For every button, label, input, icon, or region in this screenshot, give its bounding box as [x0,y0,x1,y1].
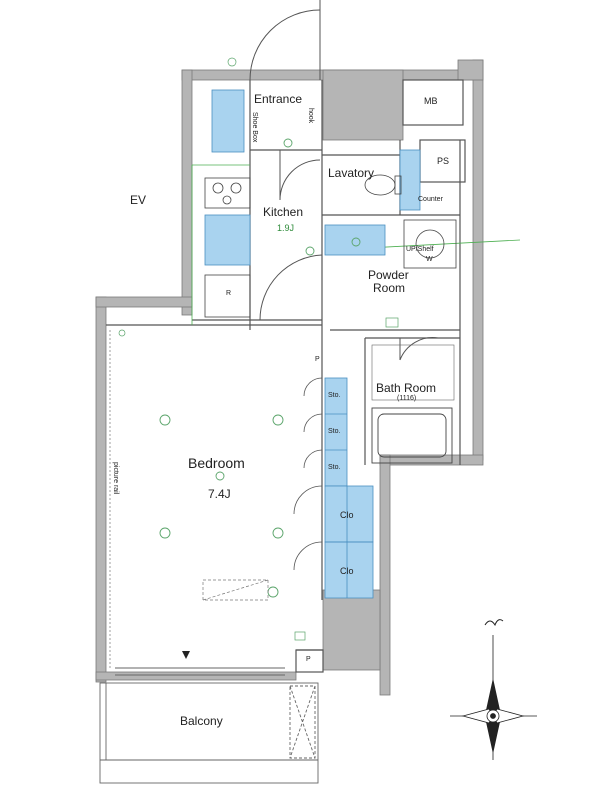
storage-doors [293,377,323,571]
ev-label: EV [130,193,147,207]
w-label: W [426,256,433,263]
storage-3-label: Sto. [328,464,341,471]
ceiling-lights [159,138,361,598]
balcony-label: Balcony [180,714,223,728]
refrigerator [204,274,251,318]
powder-room-label-2: Room [373,281,406,295]
bedroom-label: Bedroom [188,455,245,471]
storage-2-label: Sto. [328,428,341,435]
closet-2-label: Clo [340,566,354,576]
balcony [99,667,319,784]
picture-rail-label: picture rail [112,462,119,495]
shoe-box-label: Shoe Box [251,112,258,143]
bedroom-size: 7.4J [208,487,231,501]
counter-label: Counter [418,196,443,203]
p-2-label: P [306,656,311,663]
shower-area [371,344,455,401]
washer-shelf [403,219,457,269]
walls [95,59,484,696]
fixtures [204,89,421,599]
bath-room-label: Bath Room [376,381,437,395]
entry-arrow-icon [182,651,190,659]
closet-1-label: Clo [340,510,354,520]
hook-label: hook [307,108,314,124]
powder-room-label-1: Powder [368,268,409,282]
toilet [364,174,402,196]
kitchen-label: Kitchen [263,205,304,219]
stove [204,177,251,209]
lavatory-label: Lavatory [328,166,375,180]
entrance-door [249,0,321,81]
up-shelf-label: UP/Shelf [406,246,434,253]
bathtub [371,407,453,464]
storage-1-label: Sto. [328,392,341,399]
compass-icon [450,619,537,760]
ps-label: PS [437,156,450,166]
p-1-label: P [315,356,320,363]
bath-size: (1116) [397,395,417,402]
entrance-label: Entrance [254,92,303,106]
aircon [202,579,269,601]
mb-label: MB [424,96,438,106]
kitchen-door [259,150,439,361]
kitchen-size: 1.9J [277,223,295,233]
r-label: R [226,290,232,297]
